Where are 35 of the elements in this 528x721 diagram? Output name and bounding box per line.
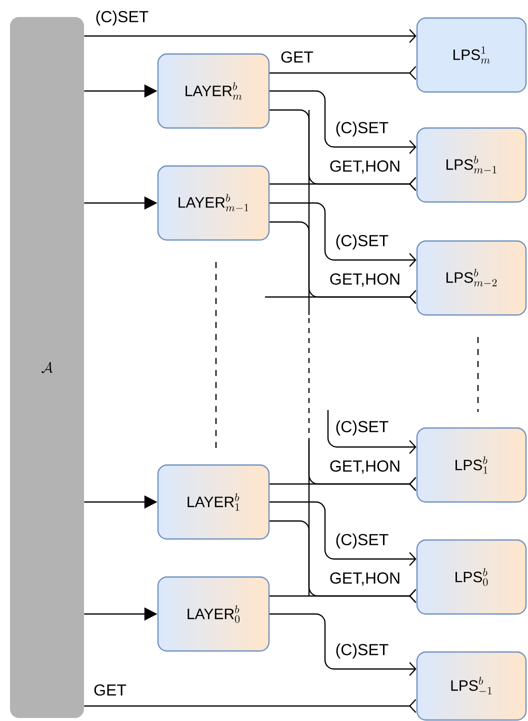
edge-label: (C)SET — [334, 120, 390, 138]
edge-label: (C)SET — [334, 532, 390, 550]
process-box: $\mbox{LAYER}^{b}_{m-1}$ — [157, 165, 270, 241]
edge-label: (C)SET — [334, 234, 390, 250]
edge-label: GET,HON — [328, 272, 402, 288]
arrow — [270, 90, 416, 154]
arrow — [84, 699, 416, 713]
process-box: $\mbox{LPS}^{b}_{0}$ — [416, 539, 527, 615]
process-box: $\mbox{LPS}^{b}_{-1}$ — [416, 651, 527, 721]
process-box: $\mbox{LPS}^{b}_{1}$ — [416, 427, 527, 503]
arrow — [265, 290, 416, 304]
edge-label: GET,HON — [328, 159, 402, 175]
process-box: $\mbox{LPS}^{b}_{m-2}$ — [416, 240, 527, 316]
process-box: $\mbox{LAYER}^{b}_{m}$ — [157, 53, 270, 129]
process-box: $\mbox{LAYER}^{b}_{1}$ — [157, 464, 270, 540]
edge-label: GET — [280, 50, 314, 64]
edge-label: (C)SET — [334, 642, 390, 660]
arrow — [270, 477, 416, 491]
process-box: $\mbox{LPS}^{b}_{m-1}$ — [416, 127, 527, 203]
edge-label: GET,HON — [328, 459, 402, 475]
arrow — [270, 177, 416, 191]
arrow — [84, 29, 416, 43]
edge-label: (C)SET — [334, 420, 390, 436]
arrow — [327, 410, 416, 454]
arrow — [270, 613, 416, 676]
process-box: $\mbox{LAYER}^{b}_{0}$ — [157, 576, 270, 652]
side-bar: $\mathcal{A}$ — [10, 17, 84, 718]
arrow — [270, 589, 416, 603]
edge-label: GET — [92, 683, 128, 697]
arrow — [270, 202, 416, 267]
edge-label: GET,HON — [328, 571, 402, 587]
arrow — [270, 501, 416, 566]
edge-label: (C)SET — [94, 10, 150, 26]
process-box: $\mbox{LPS}^{1}_{m}$ — [416, 17, 527, 93]
arrow — [270, 66, 416, 80]
